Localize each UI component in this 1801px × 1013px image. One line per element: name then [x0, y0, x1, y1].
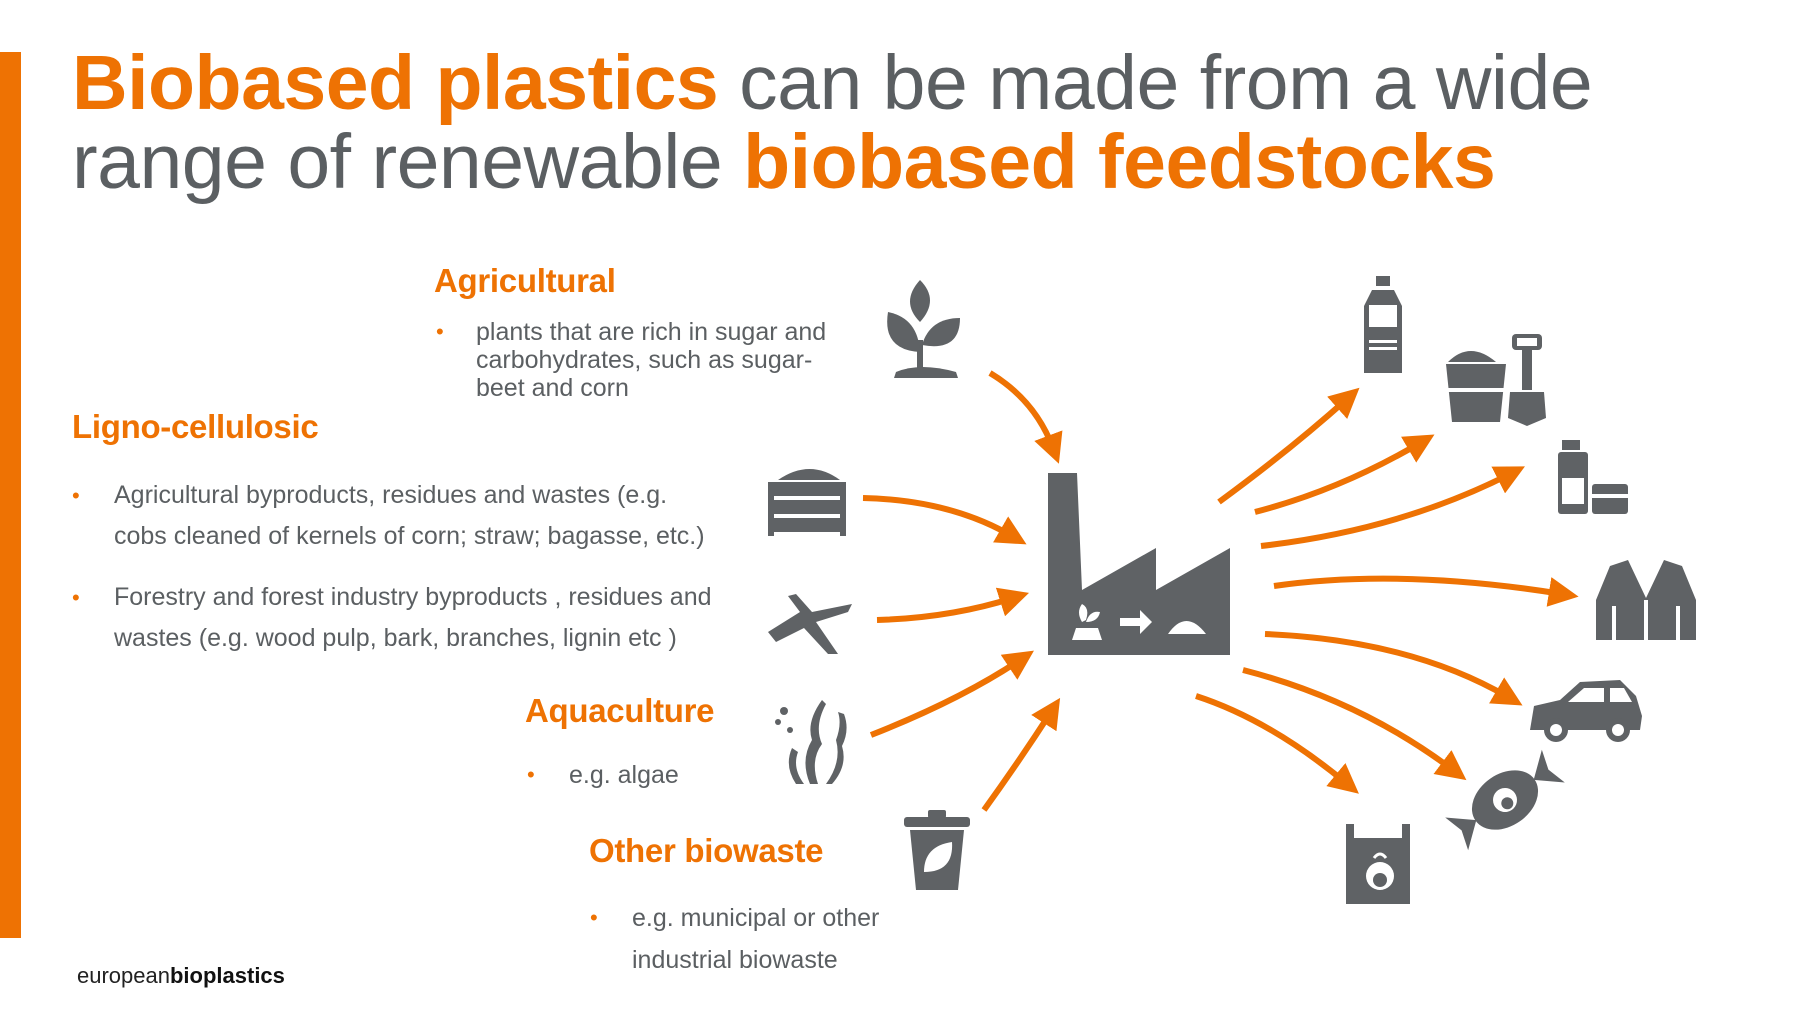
arrow-to-cosmetics: [1260, 466, 1525, 549]
agricultural-bullet: • plants that are rich in sugar and carb…: [436, 318, 826, 402]
arrow-biowaste: [981, 697, 1061, 812]
title-highlight-2: biobased feedstocks: [743, 119, 1496, 205]
bullet-text: Forestry and forest industry byproducts …: [114, 583, 712, 611]
bullet-text: beet and corn: [476, 374, 629, 402]
title-text-1: can be made from a wide: [718, 40, 1593, 126]
arrow-seaweed: [869, 650, 1034, 738]
logo-regular: european: [77, 963, 170, 988]
bullet-dot: •: [527, 762, 535, 787]
arrow-agricultural: [988, 370, 1063, 464]
accent-bar: [0, 52, 21, 938]
branch-icon: [768, 594, 852, 654]
title-highlight-1: Biobased plastics: [72, 40, 719, 126]
bucket-shovel-icon: [1446, 334, 1546, 426]
ligno-bullet-2: • Forestry and forest industry byproduct…: [72, 577, 712, 659]
arrow-to-candy: [1242, 667, 1467, 781]
bullet-text: carbohydrates, such as sugar-: [476, 346, 813, 374]
biowaste-heading: Other biowaste: [589, 832, 824, 869]
biowaste-bullet: • e.g. municipal or other industrial bio…: [590, 897, 879, 981]
arrow-to-bucket: [1254, 434, 1435, 515]
arrow-to-bottle: [1217, 387, 1360, 505]
plant-sprout-icon: [887, 280, 960, 378]
aquaculture-heading: Aquaculture: [525, 692, 715, 729]
output-arrows: [1195, 387, 1579, 794]
bullet-text: cobs cleaned of kernels of corn; straw; …: [114, 522, 705, 550]
bullet-dot: •: [72, 483, 80, 508]
page-title: Biobased plastics can be made from a wid…: [72, 44, 1593, 205]
input-arrows: [862, 370, 1063, 812]
arrow-to-jacket: [1273, 575, 1579, 607]
bullet-text: Agricultural byproducts, residues and wa…: [114, 481, 668, 509]
ligno-bullet-1: • Agricultural byproducts, residues and …: [72, 475, 705, 557]
compost-bin-icon: [904, 810, 970, 890]
bullet-text: wastes (e.g. wood pulp, bark, branches, …: [114, 624, 677, 652]
title-text-2: range of renewable: [72, 119, 744, 205]
candy-wrapper-icon: [1445, 749, 1565, 851]
bullet-text: e.g. algae: [569, 761, 679, 789]
bullet-text: industrial biowaste: [632, 946, 838, 974]
bullet-text: plants that are rich in sugar and: [476, 318, 827, 346]
crate-icon: [768, 469, 846, 536]
agricultural-heading: Agricultural: [434, 262, 616, 299]
car-icon: [1530, 680, 1642, 742]
arrow-crate: [862, 495, 1027, 545]
ligno-heading: Ligno-cellulosic: [72, 408, 319, 445]
bullet-dot: •: [436, 319, 444, 344]
european-bioplastics-logo: europeanbioplastics: [77, 963, 285, 989]
arrow-to-bag: [1195, 693, 1359, 794]
bullet-dot: •: [72, 585, 80, 610]
bullet-text: e.g. municipal or other: [632, 904, 880, 932]
logo-bold: bioplastics: [169, 963, 285, 988]
shopping-bag-icon: [1346, 824, 1410, 904]
cosmetics-icon: [1558, 440, 1628, 514]
factory-icon: [1048, 473, 1230, 655]
jacket-icon: [1596, 560, 1696, 640]
aquaculture-bullet: • e.g. algae: [527, 760, 679, 790]
seaweed-icon: [775, 700, 847, 784]
bullet-dot: •: [590, 905, 598, 930]
bottle-icon: [1364, 276, 1402, 373]
arrow-to-car: [1264, 631, 1523, 706]
arrow-branch: [876, 587, 1030, 623]
